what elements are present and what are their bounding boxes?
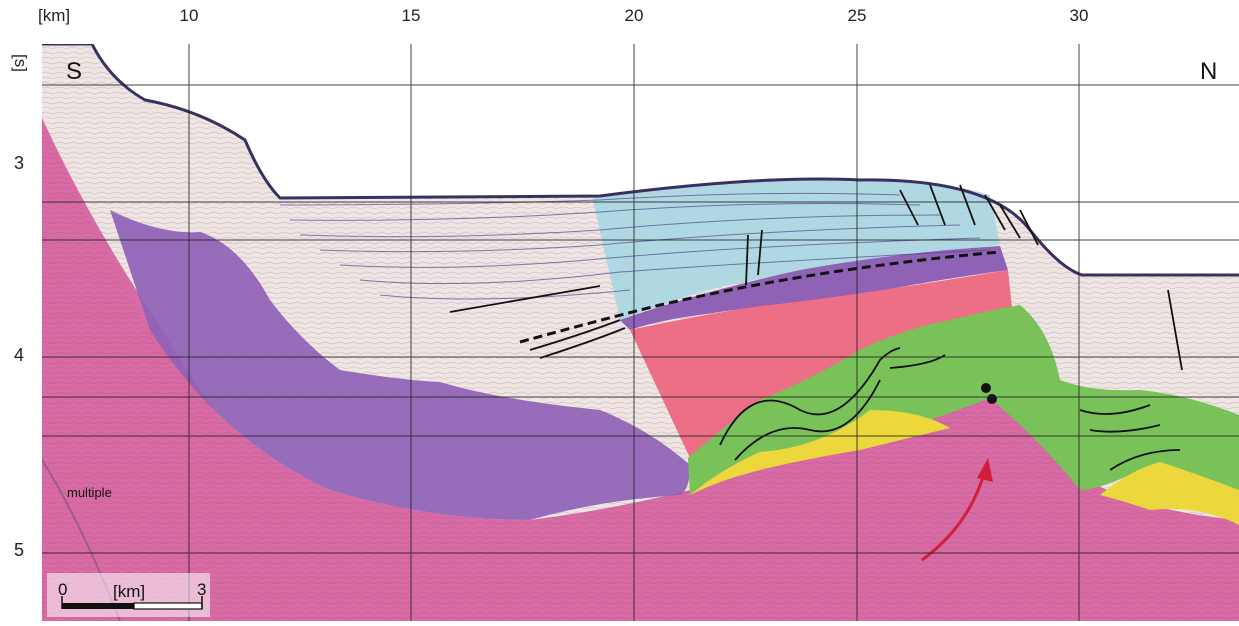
blue-unit	[592, 179, 1000, 320]
green-unit	[688, 305, 1239, 500]
direction-north: N	[1200, 58, 1218, 85]
seafloor-reflector	[42, 44, 1239, 277]
y-tick-5: 5	[14, 540, 25, 560]
purple-unit	[110, 210, 690, 520]
fault-arrow-head	[977, 458, 993, 482]
well-marker-upper	[981, 383, 991, 393]
yellow-unit-right	[1100, 462, 1239, 525]
multiple-label: multiple	[67, 485, 112, 500]
fault-arrow	[921, 469, 987, 562]
x-unit-label: [km]	[38, 6, 71, 25]
scale-bar-unit: [km]	[113, 582, 146, 601]
x-tick-10: 10	[179, 6, 199, 25]
scale-bar-box	[47, 573, 210, 617]
scale-bar-start: 0	[58, 580, 68, 599]
y-tick-3: 3	[14, 153, 25, 173]
y-unit-label: [s]	[11, 54, 30, 72]
well-marker-lower	[987, 394, 997, 404]
y-tick-4: 4	[14, 345, 25, 365]
scale-bar-end: 3	[197, 580, 207, 599]
x-tick-20: 20	[624, 6, 644, 25]
x-tick-25: 25	[847, 6, 867, 25]
yellow-unit	[690, 410, 950, 495]
purple-upper-unit	[620, 246, 1008, 330]
grid	[42, 44, 1239, 621]
x-tick-30: 30	[1069, 6, 1089, 25]
direction-south: S	[66, 58, 83, 85]
scale-bar	[61, 596, 203, 610]
reflector-lines	[279, 192, 991, 300]
dashed-horizon	[519, 250, 1001, 344]
x-tick-15: 15	[401, 6, 421, 25]
salmon-unit	[630, 270, 1012, 458]
interpretation-lines	[449, 184, 1183, 471]
